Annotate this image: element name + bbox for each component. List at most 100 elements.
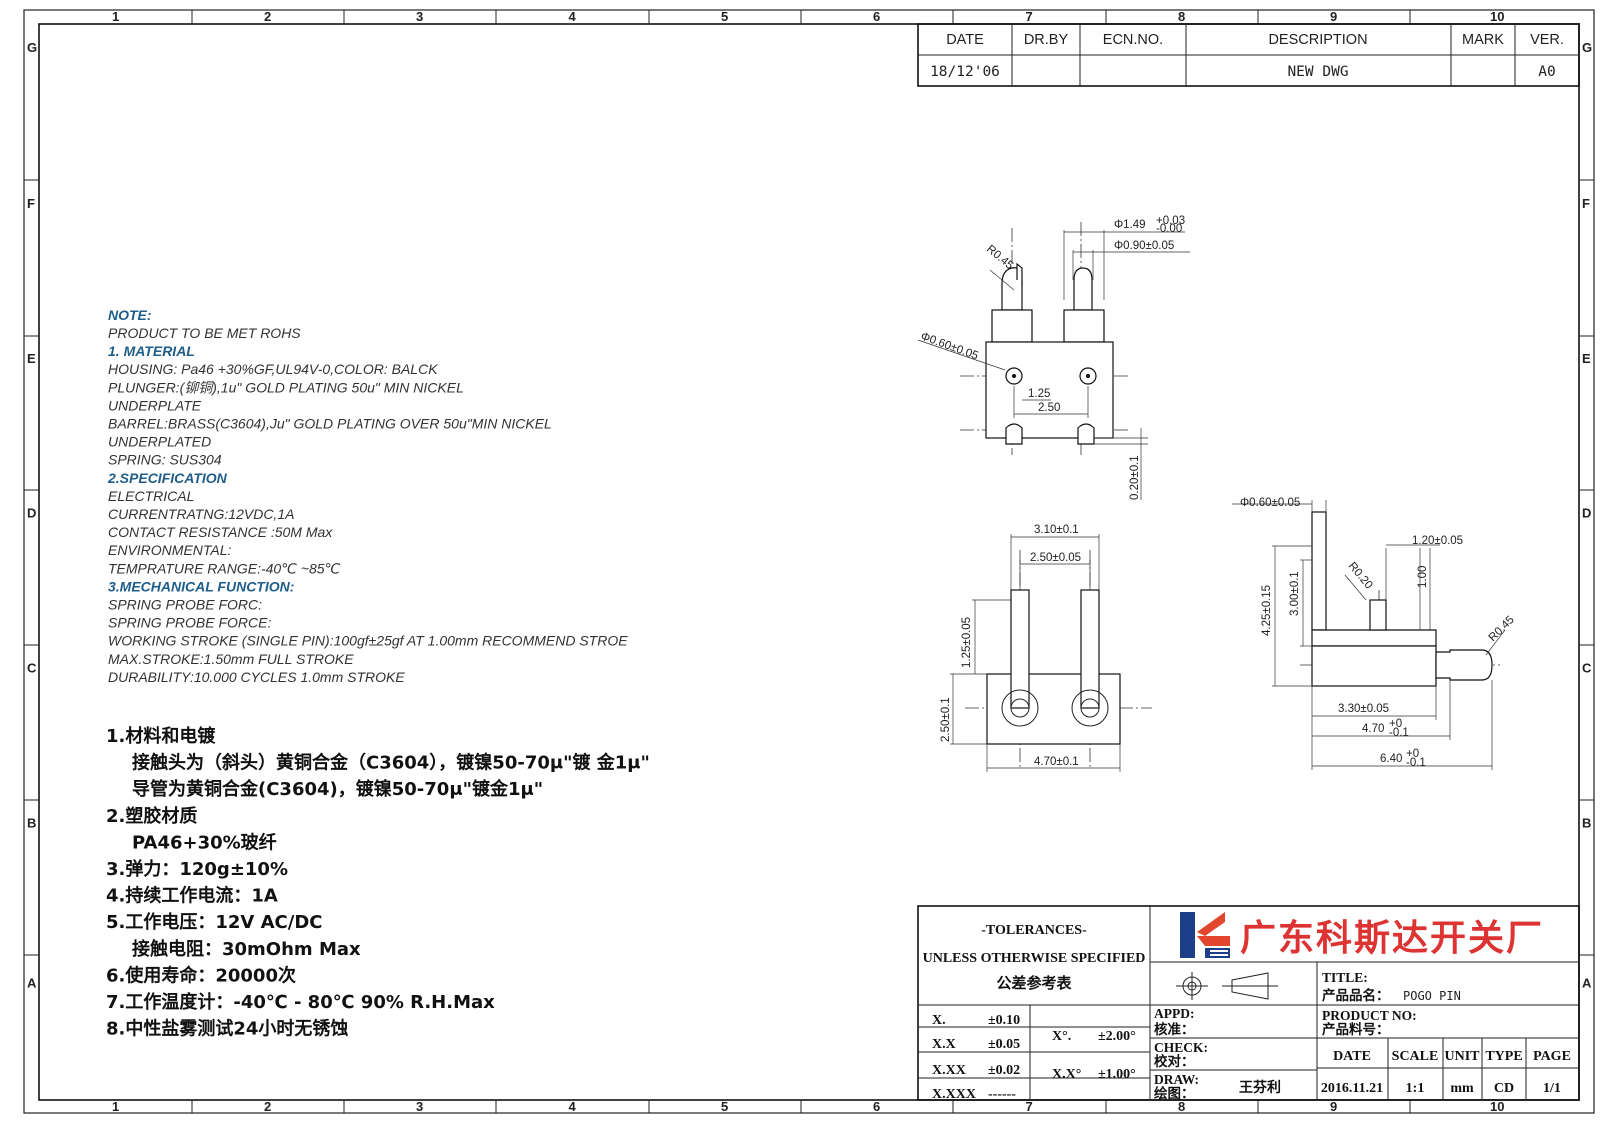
tolerance-format: X.XXX [932, 1087, 976, 1102]
zone-col-label-top: 1 [112, 9, 119, 24]
zone-row-label-left: E [27, 351, 36, 366]
tolerance-subtitle: UNLESS OTHERWISE SPECIFIED [923, 951, 1146, 966]
zone-col-label-bottom: 10 [1490, 1099, 1504, 1114]
cn-note-line: 1.材料和电镀 [106, 725, 216, 747]
inner-frame [38, 23, 1580, 1101]
zone-row-label-right: C [1582, 661, 1592, 676]
zone-col-label-top: 8 [1178, 9, 1185, 24]
note-line: BARREL:BRASS(C3604),Ju" GOLD PLATING OVE… [108, 416, 552, 432]
zone-col-label-top: 4 [569, 9, 577, 24]
side-view: Φ0.60±0.05 1.20±0.05 R0.20 1.00 4.25±0.1… [1232, 497, 1517, 770]
note-line: 1. MATERIAL [108, 343, 195, 359]
draw-name: 王芬利 [1239, 1079, 1281, 1096]
dim-r045-top: R0.45 [984, 243, 1015, 272]
dim-020-top: 0.20±0.1 [1129, 455, 1141, 500]
info-header: PAGE [1533, 1049, 1571, 1064]
zone-row-label-right: F [1582, 196, 1590, 211]
title-block: 广东科斯达开关厂 -TOLERANCES-UNLESS OTHERWISE SP… [917, 905, 1580, 1102]
cn-note-line: 3.弹力：120g±10% [106, 858, 288, 880]
zone-col-label-top: 9 [1330, 9, 1337, 24]
cn-note-line: 7.工作温度计：-40℃ - 80℃ 90% R.H.Max [106, 991, 495, 1013]
angle-value: ±2.00° [1098, 1029, 1136, 1044]
note-line: TEMPRATURE RANGE:-40℃ ~85℃ [108, 560, 341, 576]
cn-note-line: 2.塑胶材质 [106, 805, 197, 827]
info-value: mm [1450, 1081, 1474, 1096]
cn-note-line: PA46+30%玻纤 [132, 831, 277, 853]
zone-col-label-bottom: 8 [1178, 1099, 1185, 1114]
cn-note-line: 5.工作电压：12V AC/DC [106, 911, 322, 933]
zone-col-label-top: 6 [873, 9, 880, 24]
cn-note-line: 6.使用寿命：20000次 [106, 964, 296, 986]
dim-640-side: 6.40 [1380, 753, 1402, 765]
tolerance-value: ±0.10 [988, 1013, 1020, 1028]
angle-value: ±1.00° [1098, 1067, 1136, 1082]
tolerance-value: ±0.02 [988, 1063, 1020, 1078]
info-header: TYPE [1485, 1049, 1522, 1064]
note-line: CONTACT RESISTANCE :50M Max [108, 524, 333, 540]
revision-header: DR.BY [1024, 32, 1069, 48]
tolerance-format: X. [932, 1013, 946, 1028]
product-name-label: 产品品名： [1322, 987, 1390, 1003]
cn-note-line: 4.持续工作电流：1A [106, 885, 278, 907]
dim-phi060-side: Φ0.60±0.05 [1240, 497, 1300, 509]
info-value: CD [1494, 1081, 1514, 1096]
revision-header: MARK [1462, 32, 1504, 48]
zone-col-label-bottom: 6 [873, 1099, 880, 1114]
dim-470-side-dn: -0.1 [1389, 727, 1409, 739]
tolerance-format: X.XX [932, 1063, 966, 1078]
tolerance-cn: 公差参考表 [996, 974, 1072, 992]
note-line: 3.MECHANICAL FUNCTION: [108, 578, 294, 594]
outer-frame [23, 9, 1595, 1114]
company-logo [1180, 912, 1230, 958]
dim-phi149: Φ1.49 [1114, 219, 1146, 231]
zone-row-label-right: D [1582, 506, 1591, 521]
cn-note-line: 导管为黄铜合金(C3604)，镀镍50-70μ"镀金1μ" [132, 778, 543, 800]
dim-640-side-dn: -0.1 [1406, 757, 1426, 769]
zone-grid [24, 10, 1594, 1113]
angle-format: X°. [1052, 1029, 1071, 1044]
zone-col-label-top: 3 [416, 9, 423, 24]
dim-250-top: 2.50 [1038, 402, 1060, 414]
note-line: 2.SPECIFICATION [107, 470, 228, 486]
dim-phi090: Φ0.90±0.05 [1114, 240, 1174, 252]
dim-phi149-tol-dn: -0.00 [1156, 223, 1182, 235]
dim-125-front: 1.25±0.05 [961, 617, 973, 668]
draw-label: DRAW: [1154, 1072, 1199, 1087]
angle-format: X.X° [1052, 1067, 1081, 1082]
info-value: 2016.11.21 [1321, 1081, 1383, 1096]
revision-value: NEW DWG [1287, 64, 1348, 80]
tolerance-format: X.X [932, 1037, 956, 1052]
dim-640-side-up: +0 [1406, 748, 1419, 760]
revision-header: DESCRIPTION [1268, 32, 1367, 48]
dim-250-front: 2.50±0.05 [1030, 552, 1081, 564]
dim-310-front: 3.10±0.1 [1034, 524, 1079, 536]
zone-row-label-right: E [1582, 351, 1591, 366]
dim-330-side: 3.30±0.05 [1338, 703, 1389, 715]
dim-125-top: 1.25 [1028, 388, 1050, 400]
tolerance-value: ------ [988, 1087, 1016, 1102]
cn-note-line: 8.中性盐雾测试24小时无锈蚀 [106, 1018, 348, 1040]
product-no-label: PRODUCT NO: [1322, 1008, 1417, 1023]
note-heading: NOTE: [108, 307, 152, 323]
note-line: ENVIRONMENTAL: [108, 542, 232, 558]
zone-col-label-bottom: 1 [112, 1099, 119, 1114]
dim-425-side: 4.25±0.15 [1261, 585, 1273, 636]
zone-row-label-right: A [1582, 976, 1592, 991]
dim-r020-side: R0.20 [1346, 560, 1375, 591]
appd-cn: 核准： [1154, 1021, 1195, 1037]
top-view: Φ1.49 +0.03 -0.00 Φ0.90±0.05 R0.45 Φ0.60… [917, 215, 1190, 500]
zone-col-label-bottom: 7 [1026, 1099, 1033, 1114]
check-cn: 校对： [1154, 1053, 1195, 1069]
note-line: ELECTRICAL [108, 488, 194, 504]
zone-col-label-bottom: 9 [1330, 1099, 1337, 1114]
note-line: PLUNGER:(铆铜),1u" GOLD PLATING 50u" MIN N… [108, 379, 464, 395]
dim-470-side: 4.70 [1362, 723, 1384, 735]
dim-phi060-top: Φ0.60±0.05 [919, 331, 980, 363]
dim-250v-front: 2.50±0.1 [940, 697, 952, 742]
zone-row-label-right: G [1582, 40, 1592, 55]
revision-header: DATE [946, 32, 984, 48]
check-label: CHECK: [1154, 1040, 1208, 1055]
